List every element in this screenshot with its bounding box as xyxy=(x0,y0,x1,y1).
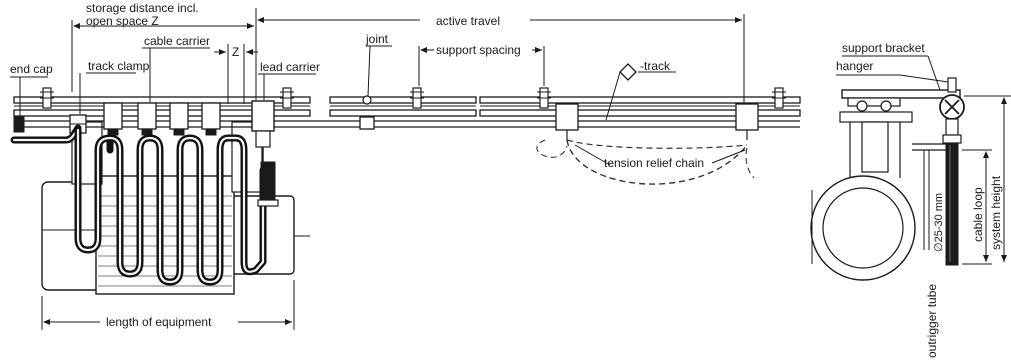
label-support-spacing: support spacing xyxy=(436,43,521,57)
lead-carrier xyxy=(251,100,275,162)
active-travel-dimension xyxy=(257,14,745,104)
label-track: -track xyxy=(640,59,671,73)
end-cap xyxy=(13,115,25,133)
tension-relief-chain xyxy=(536,139,755,185)
i-beam-track xyxy=(13,96,801,117)
label-tension-relief-chain: tension relief chain xyxy=(604,156,704,170)
carrier-right-1 xyxy=(555,103,579,140)
label-support-bracket: support bracket xyxy=(842,41,925,55)
z-dimension xyxy=(214,44,258,104)
equipment-body xyxy=(41,121,310,295)
label-lead-carrier: lead carrier xyxy=(260,60,320,74)
label-cable-carrier: cable carrier xyxy=(144,34,210,48)
label-diameter: ∅25-30 mm xyxy=(933,193,945,252)
support-bolts xyxy=(40,87,786,109)
label-system-height: system height xyxy=(989,175,1003,250)
leader-lines xyxy=(10,45,746,166)
carrier-right-2 xyxy=(735,103,759,140)
label-end-cap: end cap xyxy=(10,62,53,76)
label-active-travel: active travel xyxy=(436,14,500,28)
tow-connection xyxy=(257,161,279,207)
label-joint: joint xyxy=(365,32,389,46)
label-outrigger-tube: outrigger tube xyxy=(925,284,939,358)
length-of-equipment-dimension xyxy=(41,280,295,330)
label-length-of-equipment: length of equipment xyxy=(106,315,212,329)
label-track-clamp: track clamp xyxy=(88,59,150,73)
label-open-space-z: open space Z xyxy=(86,14,159,28)
track xyxy=(20,120,800,128)
label-cable-loop: cable loop xyxy=(971,187,985,242)
joint xyxy=(359,116,375,130)
storage-distance-dimension xyxy=(71,8,257,100)
label-z: Z xyxy=(232,45,239,59)
diamond-icon xyxy=(619,63,637,81)
label-storage-distance: storage distance incl. xyxy=(86,1,199,15)
cable-carriers xyxy=(103,102,221,136)
support-spacing-dimension xyxy=(418,46,545,86)
end-view xyxy=(810,55,1011,281)
label-hanger: hanger xyxy=(836,59,873,73)
